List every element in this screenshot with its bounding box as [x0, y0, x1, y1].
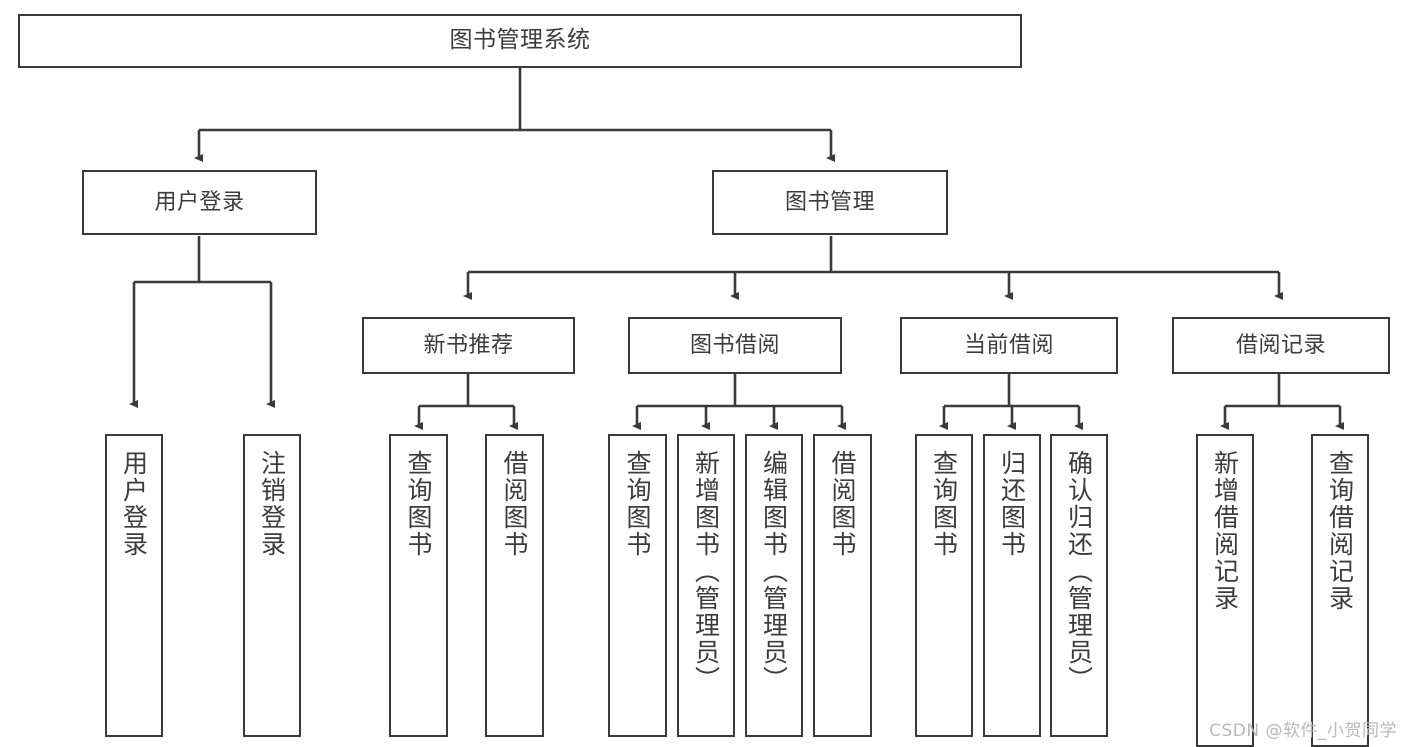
- node-label: 借阅图书: [500, 450, 529, 558]
- node-leaf-add-book[interactable]: 新增图书（管理员）: [677, 434, 735, 737]
- node-new-book-recommend[interactable]: 新书推荐: [362, 317, 575, 374]
- node-leaf-query-book-borrow[interactable]: 查询图书: [608, 434, 667, 737]
- node-label: 查询图书: [623, 450, 652, 558]
- node-label: 图书借阅: [689, 332, 780, 358]
- node-label: 确认归还（管理员）: [1064, 450, 1094, 693]
- node-label: 新增图书（管理员）: [691, 450, 721, 693]
- node-leaf-add-borrow-record[interactable]: 新增借阅记录: [1196, 434, 1254, 747]
- node-leaf-user-login[interactable]: 用户登录: [105, 434, 163, 737]
- node-label: 用户登录: [154, 189, 245, 215]
- node-label: 当前借阅: [963, 332, 1054, 358]
- node-label: 查询借阅记录: [1325, 450, 1355, 612]
- node-leaf-query-book-recommend[interactable]: 查询图书: [389, 434, 448, 737]
- node-borrow-record[interactable]: 借阅记录: [1172, 317, 1390, 374]
- node-label: 图书管理: [784, 189, 875, 215]
- node-leaf-edit-book[interactable]: 编辑图书（管理员）: [745, 434, 803, 737]
- node-current-borrow[interactable]: 当前借阅: [900, 317, 1118, 374]
- node-book-manage[interactable]: 图书管理: [712, 170, 948, 235]
- node-label: 借阅图书: [828, 450, 857, 558]
- node-label: 图书管理系统: [449, 27, 591, 54]
- node-label: 查询图书: [404, 450, 433, 558]
- node-user-login[interactable]: 用户登录: [82, 170, 317, 235]
- node-label: 注销登录: [257, 450, 287, 558]
- node-leaf-query-borrow-record[interactable]: 查询借阅记录: [1311, 434, 1369, 747]
- node-leaf-borrow-book[interactable]: 借阅图书: [813, 434, 872, 737]
- node-label: 新增借阅记录: [1210, 450, 1240, 612]
- node-root-system[interactable]: 图书管理系统: [18, 14, 1022, 68]
- node-label: 新书推荐: [423, 332, 514, 358]
- node-label: 编辑图书（管理员）: [759, 450, 789, 693]
- node-label: 用户登录: [119, 450, 149, 558]
- node-label: 查询图书: [929, 450, 959, 558]
- node-leaf-query-book-current[interactable]: 查询图书: [915, 434, 973, 737]
- node-label: 归还图书: [997, 450, 1027, 558]
- node-leaf-logout[interactable]: 注销登录: [243, 434, 301, 737]
- node-leaf-return-book[interactable]: 归还图书: [983, 434, 1041, 737]
- node-book-borrow[interactable]: 图书借阅: [628, 317, 842, 374]
- watermark: CSDN @软件_小贺同学: [1209, 721, 1397, 741]
- node-leaf-borrow-book-recommend[interactable]: 借阅图书: [485, 434, 544, 737]
- node-label: 借阅记录: [1235, 332, 1326, 358]
- node-leaf-confirm-return[interactable]: 确认归还（管理员）: [1050, 434, 1108, 737]
